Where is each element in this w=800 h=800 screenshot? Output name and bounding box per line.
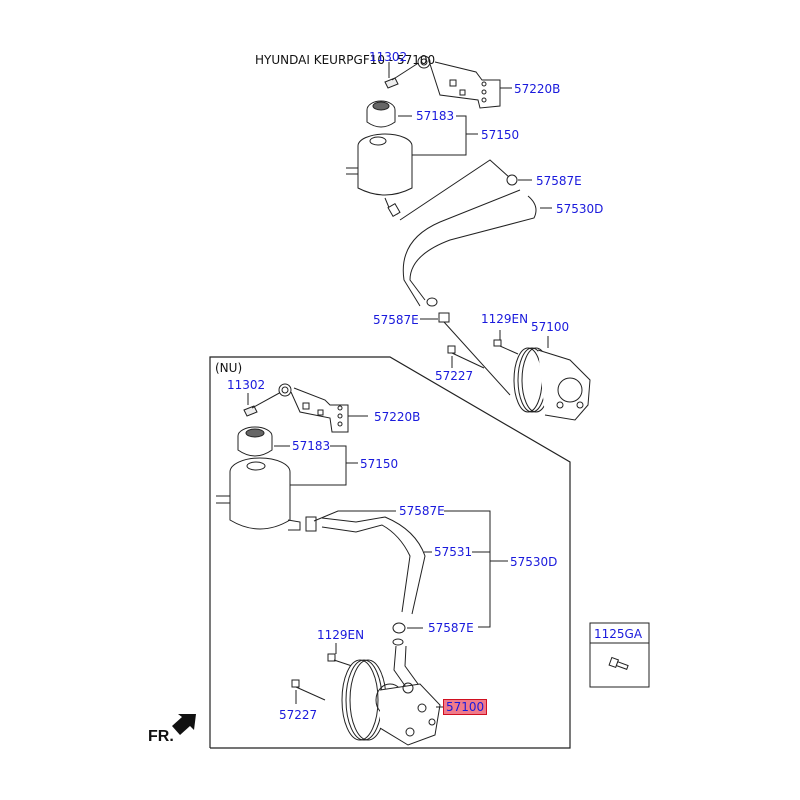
front-arrow-icon	[172, 714, 196, 735]
clamp-57587e-nu-top-drawing	[305, 510, 508, 628]
bolt-11302-top-drawing	[384, 61, 421, 89]
label-11302-top[interactable]: 11302	[369, 50, 408, 64]
pump-57100-nu-drawing	[341, 645, 444, 746]
bolt-57227-top-drawing	[447, 345, 485, 369]
bolt-11302-nu-drawing	[243, 390, 284, 417]
clamp-57587e-lower-drawing	[420, 297, 511, 396]
label-57183-nu[interactable]: 57183	[292, 439, 331, 453]
pump-57100-top-drawing	[513, 336, 591, 421]
nu-box-outline	[209, 356, 571, 749]
label-1129en-top[interactable]: 1129EN	[481, 312, 529, 326]
label-57150-top[interactable]: 57150	[481, 128, 520, 142]
label-57227-top[interactable]: 57227	[435, 369, 474, 383]
reservoir-57150-top-drawing	[346, 133, 413, 218]
hose-57531-nu-drawing	[321, 516, 490, 615]
bolt-1129en-top-drawing	[493, 330, 519, 355]
label-57587e-nu-bottom[interactable]: 57587E	[428, 621, 474, 635]
label-57220b-top[interactable]: 57220B	[514, 82, 561, 96]
label-57220b-nu[interactable]: 57220B	[374, 410, 421, 424]
front-direction-label: FR.	[148, 728, 174, 745]
label-1125ga[interactable]: 1125GA	[594, 627, 643, 641]
diagram-title: HYUNDAI KEURPGF10 - 57100	[255, 53, 436, 67]
cap-57183-nu-drawing	[237, 426, 358, 486]
label-57531-nu[interactable]: 57531	[434, 545, 473, 559]
bracket-57220b-top-drawing	[417, 55, 512, 109]
label-57587e-lower[interactable]: 57587E	[373, 313, 419, 327]
label-57100-nu-highlighted[interactable]: 57100	[442, 699, 488, 715]
label-57587e-nu-top[interactable]: 57587E	[399, 504, 445, 518]
separate-part-box	[589, 622, 650, 688]
cap-57183-top-drawing	[366, 100, 478, 156]
clamp-57587e-nu-bottom-drawing	[392, 622, 423, 646]
label-57100-top[interactable]: 57100	[531, 320, 570, 334]
label-57183-top[interactable]: 57183	[416, 109, 455, 123]
label-57587e-top[interactable]: 57587E	[536, 174, 582, 188]
clamp-57587e-top-drawing	[506, 174, 532, 186]
label-57530d-top[interactable]: 57530D	[556, 202, 604, 216]
bracket-57220b-nu-drawing	[278, 383, 368, 433]
hose-57530d-top-drawing	[402, 189, 552, 307]
label-57150-nu[interactable]: 57150	[360, 457, 399, 471]
label-57227-nu[interactable]: 57227	[279, 708, 318, 722]
bolt-57227-nu-drawing	[291, 679, 326, 704]
label-11302-nu[interactable]: 11302	[227, 378, 266, 392]
label-1129en-nu[interactable]: 1129EN	[317, 628, 365, 642]
variant-label: (NU)	[215, 361, 243, 375]
label-57530d-nu[interactable]: 57530D	[510, 555, 558, 569]
reservoir-57150-nu-drawing	[216, 457, 301, 531]
